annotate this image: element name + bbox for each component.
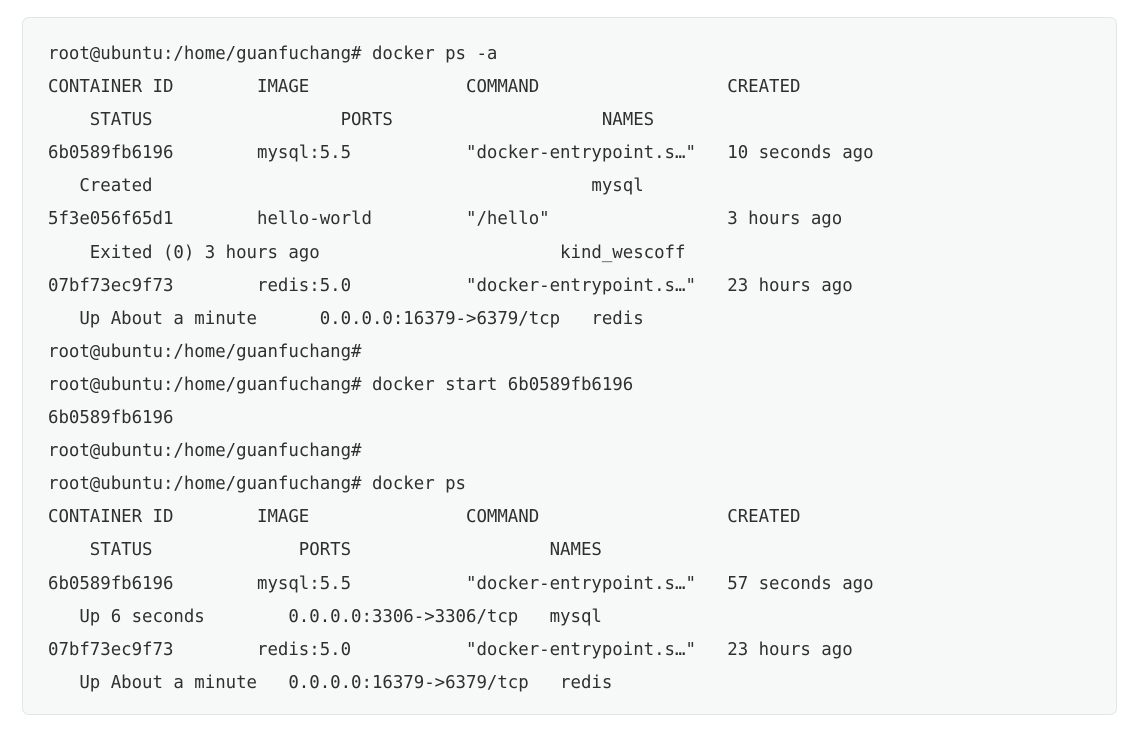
table-row-status: Up About a minute 0.0.0.0:16379->6379/tc… [48, 308, 644, 329]
table-row-status: Created mysql [48, 176, 644, 197]
table-row: 6b0589fb6196 mysql:5.5 "docker-entrypoin… [48, 573, 874, 594]
terminal-output-card: root@ubuntu:/home/guanfuchang# docker ps… [22, 17, 1117, 715]
table-row: 6b0589fb6196 mysql:5.5 "docker-entrypoin… [48, 143, 874, 164]
terminal-line-prompt-idle-1: root@ubuntu:/home/guanfuchang# [48, 341, 362, 362]
terminal-line-header-row-4: STATUS PORTS NAMES [48, 540, 602, 561]
table-row: 5f3e056f65d1 hello-world "/hello" 3 hour… [48, 209, 843, 230]
terminal-line-header-row-3: CONTAINER ID IMAGE COMMAND CREATED [48, 507, 801, 528]
table-row-status: Up About a minute 0.0.0.0:16379->6379/tc… [48, 672, 613, 693]
terminal-line-header-row-1: CONTAINER ID IMAGE COMMAND CREATED [48, 77, 801, 98]
table-row-status: Exited (0) 3 hours ago kind_wescoff [48, 242, 686, 263]
terminal-line-prompt-idle-2: root@ubuntu:/home/guanfuchang# [48, 441, 362, 462]
terminal-line-header-row-2: STATUS PORTS NAMES [48, 110, 655, 131]
table-row-status: Up 6 seconds 0.0.0.0:3306->3306/tcp mysq… [48, 606, 602, 627]
table-row: 07bf73ec9f73 redis:5.0 "docker-entrypoin… [48, 275, 853, 296]
terminal-line-prompt-docker-ps-a: root@ubuntu:/home/guanfuchang# docker ps… [48, 44, 498, 64]
terminal-line-docker-start-output: 6b0589fb6196 [48, 408, 174, 429]
terminal-line-prompt-docker-start: root@ubuntu:/home/guanfuchang# docker st… [48, 374, 634, 395]
terminal-scroll-region[interactable]: root@ubuntu:/home/guanfuchang# docker ps… [23, 18, 1116, 714]
terminal-line-prompt-docker-ps: root@ubuntu:/home/guanfuchang# docker ps [48, 474, 467, 495]
table-row: 07bf73ec9f73 redis:5.0 "docker-entrypoin… [48, 639, 853, 660]
